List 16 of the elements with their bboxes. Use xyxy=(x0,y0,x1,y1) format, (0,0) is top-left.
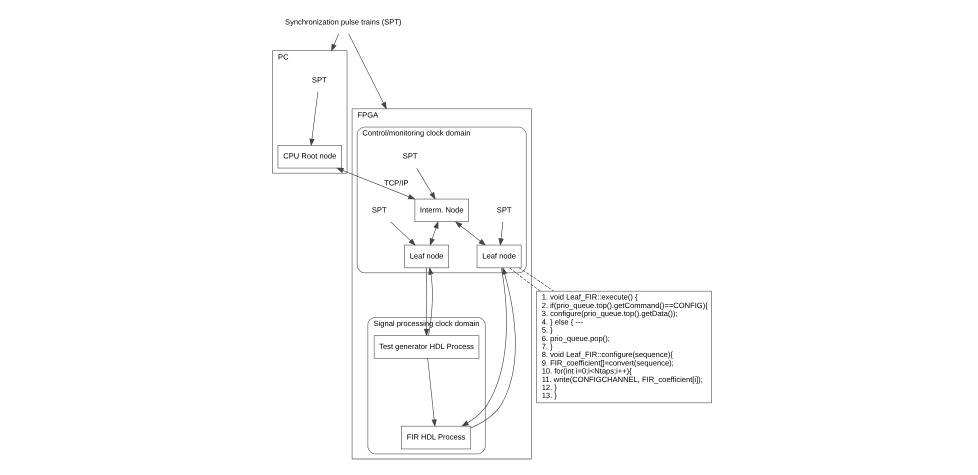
arrow xyxy=(426,358,436,428)
arrow xyxy=(429,220,438,246)
arrow xyxy=(470,266,516,428)
connector xyxy=(518,268,554,292)
arrow xyxy=(390,222,416,246)
arrow xyxy=(498,222,504,246)
arrow xyxy=(348,34,386,110)
arrow xyxy=(416,168,436,200)
connector xyxy=(508,268,540,292)
arrow xyxy=(330,34,338,52)
arrow xyxy=(308,91,318,146)
arrow xyxy=(336,168,416,200)
arrow xyxy=(460,268,506,427)
arrow xyxy=(454,221,486,246)
arrow xyxy=(428,267,434,336)
arrow xyxy=(423,268,429,336)
